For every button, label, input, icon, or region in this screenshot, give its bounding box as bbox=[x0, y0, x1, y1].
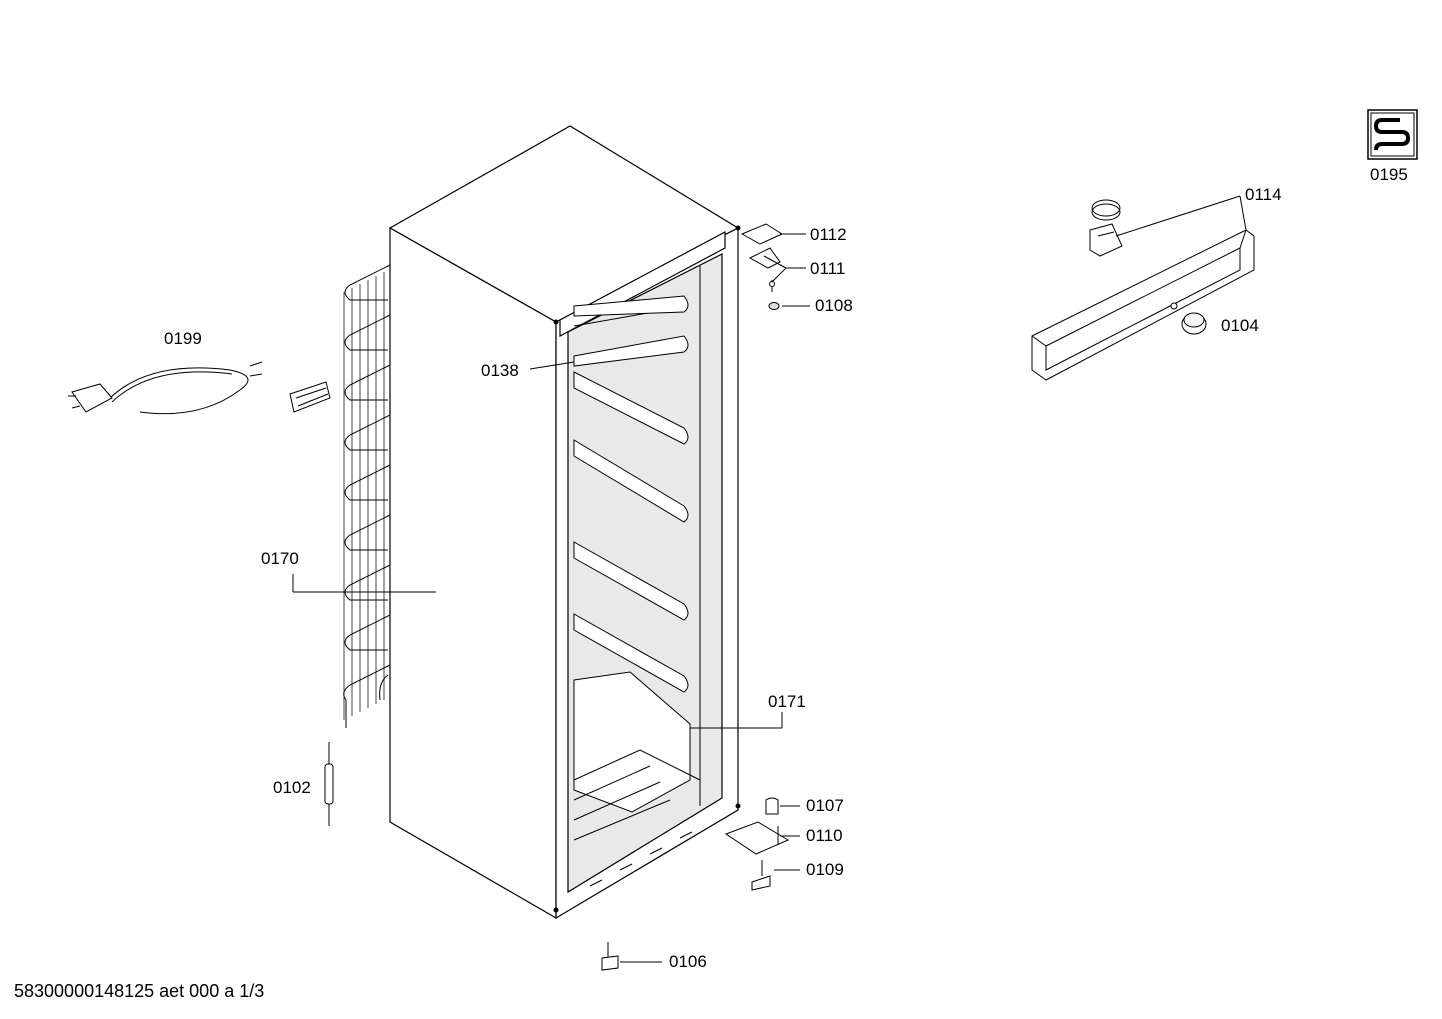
document-code: 58300000148125 aet 000 a 1/3 bbox=[14, 981, 265, 1001]
label-0195: 0195 bbox=[1370, 165, 1408, 184]
condenser-coil bbox=[343, 264, 391, 728]
top-hinge-bracket bbox=[748, 247, 781, 292]
hinge-washer bbox=[768, 302, 780, 310]
label-0138: 0138 bbox=[481, 361, 519, 380]
label-0111: 0111 bbox=[810, 259, 845, 278]
leader-lines bbox=[292, 195, 1247, 963]
refrigerator-cabinet bbox=[388, 125, 741, 920]
label-0114: 0114 bbox=[1245, 185, 1282, 204]
evaporator-shelves bbox=[573, 295, 701, 841]
foot-bushing bbox=[765, 797, 779, 815]
label-0108: 0108 bbox=[815, 296, 853, 315]
label-0110: 0110 bbox=[806, 826, 843, 845]
front-foot bbox=[601, 942, 619, 971]
label-0199: 0199 bbox=[164, 329, 202, 348]
label-0104: 0104 bbox=[1221, 316, 1259, 335]
bottom-hinge bbox=[724, 821, 790, 855]
label-0107: 0107 bbox=[806, 796, 844, 815]
control-panel-housing bbox=[1031, 229, 1255, 381]
adjustable-foot bbox=[751, 860, 771, 891]
label-0109: 0109 bbox=[806, 860, 844, 879]
label-0106: 0106 bbox=[669, 952, 707, 971]
top-hinge-cover bbox=[740, 223, 784, 245]
power-cord bbox=[68, 361, 263, 415]
thermostat bbox=[1089, 199, 1123, 257]
cord-clip bbox=[289, 381, 331, 413]
label-0102: 0102 bbox=[273, 778, 311, 797]
condenser-coil-icon bbox=[1367, 109, 1418, 160]
thermostat-knob bbox=[1181, 312, 1207, 335]
callout-labels: 0195 0114 0112 0111 0108 0104 0199 0138 … bbox=[164, 165, 1408, 971]
label-0171: 0171 bbox=[768, 692, 806, 711]
label-0112: 0112 bbox=[810, 225, 847, 244]
label-0170: 0170 bbox=[261, 549, 299, 568]
dryer-filter bbox=[324, 742, 334, 826]
